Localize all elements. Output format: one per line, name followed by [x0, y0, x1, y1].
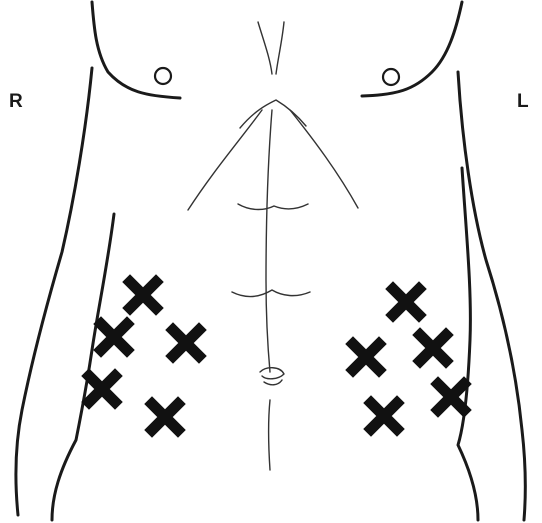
sternum-line — [258, 22, 284, 74]
injection-site-marker-left — [420, 335, 446, 361]
left-ribcage-line — [290, 110, 358, 208]
right-nipple — [155, 68, 171, 84]
injection-site-marker-right — [130, 282, 156, 308]
injection-site-markers — [89, 282, 464, 430]
ab-line-upper — [238, 204, 308, 210]
injection-site-marker-left — [393, 289, 419, 315]
left-torso-outline — [458, 72, 525, 520]
belly-button — [260, 368, 284, 385]
left-waist-outline — [458, 168, 478, 520]
ab-line-lower — [232, 290, 310, 296]
injection-site-marker-left — [438, 384, 464, 410]
injection-site-marker-right — [152, 404, 178, 430]
injection-site-marker-right — [101, 324, 127, 350]
injection-site-marker-left — [353, 344, 379, 370]
right-torso-outline — [16, 68, 92, 515]
right-waist-outline — [52, 214, 114, 520]
pectoral-line — [240, 100, 306, 128]
injection-site-marker-left — [371, 403, 397, 429]
injection-site-marker-right — [173, 330, 199, 356]
injection-site-marker-right — [89, 376, 115, 402]
left-nipple — [383, 69, 399, 85]
left-shoulder-outline — [362, 2, 462, 96]
right-ribcage-line — [188, 110, 262, 210]
